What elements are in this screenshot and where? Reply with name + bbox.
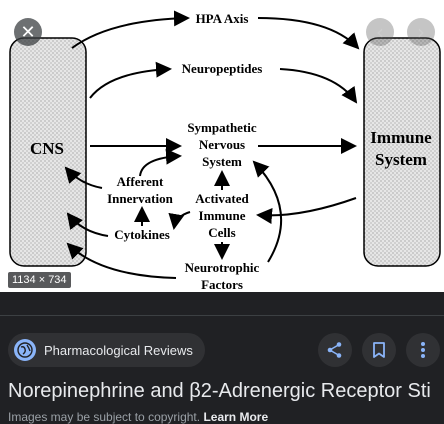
neuropeptides-arrow-left [89, 61, 172, 99]
more-options-button[interactable] [406, 333, 440, 367]
sympathetic-line2: Nervous [199, 137, 245, 152]
learn-more-link[interactable]: Learn More [203, 410, 269, 424]
afferent-line2: Innervation [107, 191, 174, 206]
source-name: Pharmacological Reviews [44, 342, 193, 358]
share-button[interactable] [318, 333, 352, 367]
sympathetic-line1: Sympathetic [187, 120, 257, 135]
immune-system-box [363, 37, 441, 267]
share-icon [327, 342, 342, 358]
afferent-to-sns-arrow [139, 148, 182, 177]
result-title[interactable]: Norepinephrine and β2-Adrenergic Recepto… [8, 380, 431, 402]
hpa-arrow-left [71, 10, 190, 49]
divider [0, 315, 444, 316]
more-vert-icon [421, 342, 425, 358]
chevron-right-icon: › [417, 20, 425, 44]
close-icon: ✕ [20, 21, 36, 43]
activated-line1: Activated [195, 191, 249, 206]
cns-box [9, 37, 87, 267]
afferent-to-cns-arrow [64, 166, 103, 189]
neurotrophic-line2: Factors [201, 277, 243, 292]
neurotrophic-to-cns-arrow [66, 242, 177, 279]
hpa-arrow-right [257, 17, 360, 50]
activated-line2: Immune [199, 208, 246, 223]
immune-label-line1: Immune [370, 128, 432, 147]
close-button[interactable]: ✕ [14, 18, 42, 46]
image-preview[interactable]: CNS Immune System HPA Axis Neuropeptides… [0, 0, 444, 292]
next-image-button[interactable]: › [407, 18, 435, 46]
neurotrophic-line1: Neurotrophic [185, 260, 260, 275]
afferent-line1: Afferent [117, 174, 164, 189]
chevron-left-icon: ‹ [376, 20, 384, 44]
globe-icon [14, 339, 36, 361]
copyright-text: Images may be subject to copyright. [8, 410, 201, 424]
source-link[interactable]: Pharmacological Reviews [8, 333, 205, 367]
cns-label: CNS [30, 139, 64, 158]
sympathetic-line3: System [202, 154, 242, 169]
bookmark-icon [373, 342, 385, 358]
save-button[interactable] [362, 333, 396, 367]
diagram: CNS Immune System HPA Axis Neuropeptides… [9, 10, 441, 292]
previous-image-button[interactable]: ‹ [366, 18, 394, 46]
hpa-label: HPA Axis [196, 11, 249, 26]
cytokines-label: Cytokines [114, 227, 170, 242]
neurotrophic-to-sns-arrow [252, 160, 282, 263]
neuropeptides-arrow-right [279, 68, 358, 104]
neuropeptides-label: Neuropeptides [182, 61, 263, 76]
immune-to-cells-arrow [256, 197, 357, 224]
immune-label-line2: System [375, 150, 427, 169]
activated-line3: Cells [208, 225, 235, 240]
copyright-notice: Images may be subject to copyright. Lear… [8, 410, 268, 424]
cells-to-cytokines-arrow [168, 211, 191, 230]
cytokines-to-cns-arrow [66, 212, 109, 237]
image-dimensions: 1134 × 734 [8, 272, 71, 288]
